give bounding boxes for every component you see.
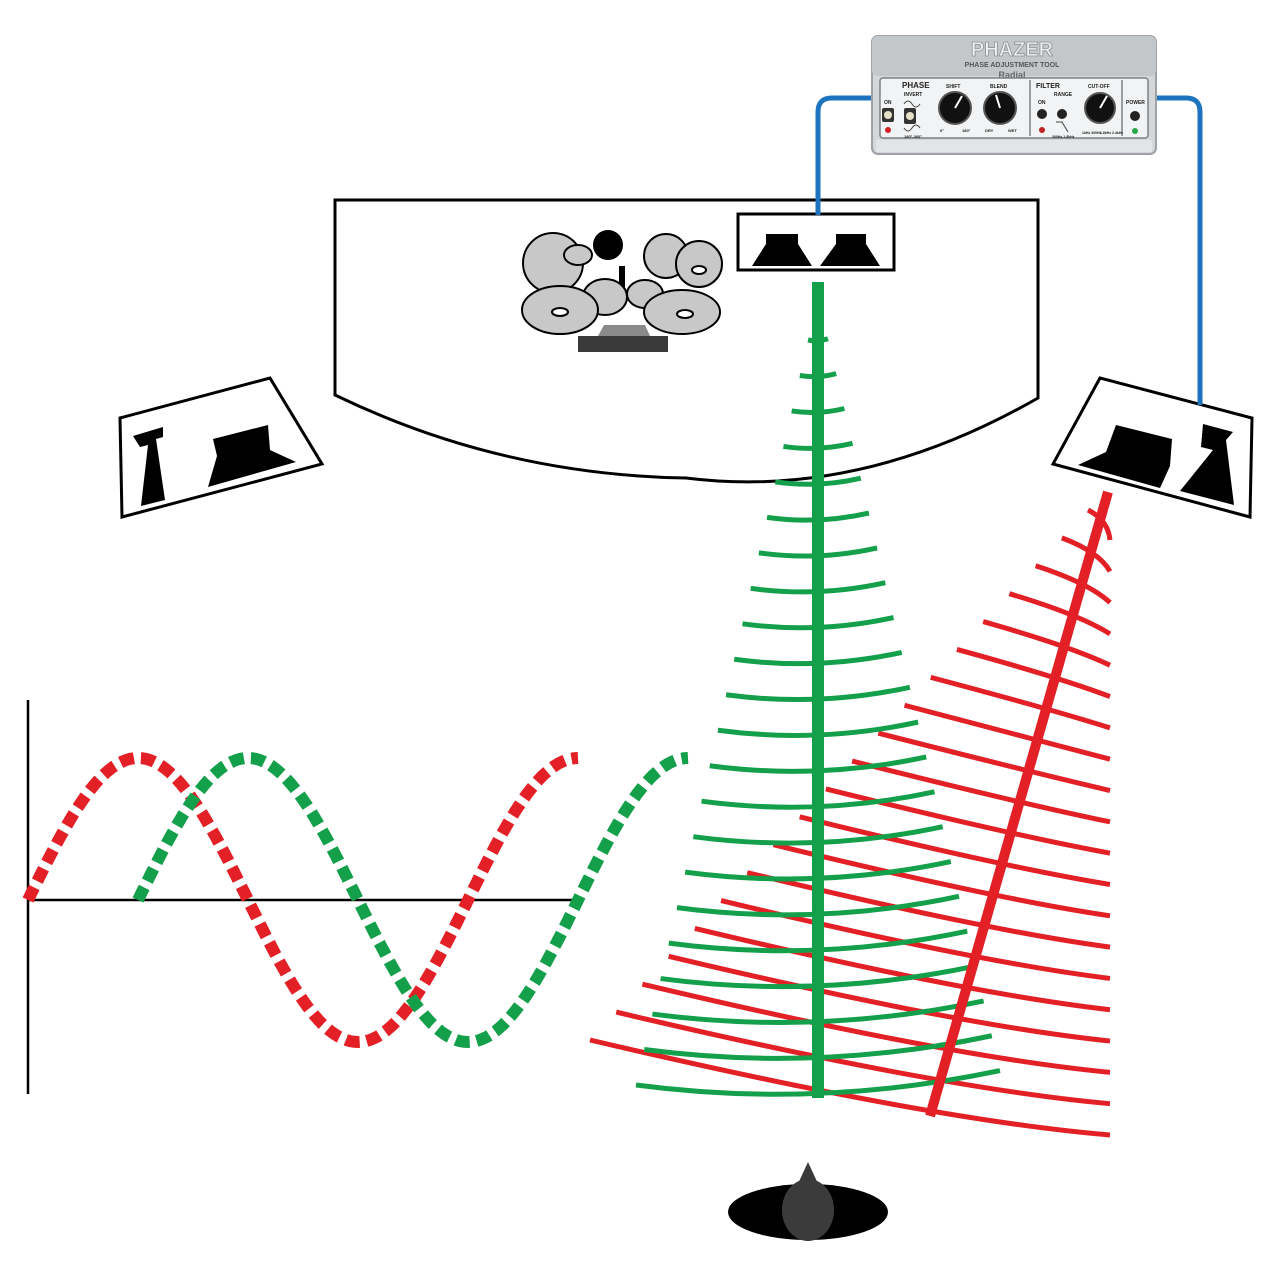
red-wavefront-arc bbox=[851, 758, 1111, 825]
cutoff-label: CUT-OFF bbox=[1088, 84, 1110, 90]
blend-label: BLEND bbox=[990, 84, 1008, 90]
listener-icon bbox=[728, 1162, 888, 1241]
red-wavefront-arc bbox=[877, 730, 1111, 793]
filter-on-label: ON bbox=[1038, 100, 1046, 106]
waveform-plot bbox=[22, 700, 689, 1094]
red-wavefront-arc bbox=[799, 814, 1111, 887]
range-label: RANGE bbox=[1054, 92, 1073, 98]
invert-range: 180°-360° bbox=[904, 134, 922, 139]
red-wavefront-arc bbox=[641, 981, 1111, 1075]
red-wavefront-arc bbox=[1008, 591, 1112, 637]
blend-min: DRY bbox=[985, 128, 994, 133]
amp-speaker-icon bbox=[736, 212, 896, 272]
red-wavefront-arc bbox=[746, 870, 1111, 950]
red-wavefronts bbox=[589, 507, 1113, 1138]
cutoff-min: 1kHz 300Hz bbox=[1082, 131, 1102, 135]
red-wavefront-arc bbox=[1034, 563, 1112, 605]
red-wavefront-arc bbox=[903, 702, 1111, 762]
red-wavefront-arc bbox=[956, 647, 1111, 699]
power-led bbox=[1132, 128, 1138, 134]
red-wavefront-arc bbox=[615, 1009, 1111, 1107]
blend-max: WET bbox=[1008, 128, 1017, 133]
green-wave-line bbox=[132, 751, 689, 1049]
cable-right bbox=[1152, 95, 1203, 405]
cable-left bbox=[815, 95, 878, 215]
filter-on-button[interactable] bbox=[1037, 109, 1047, 119]
red-wavefront-arc bbox=[930, 674, 1111, 731]
range-button[interactable] bbox=[1057, 109, 1067, 119]
red-wave-axis bbox=[925, 490, 1113, 1118]
red-wavefront-arc bbox=[825, 786, 1111, 856]
invert-label: INVERT bbox=[904, 92, 922, 98]
stage-outline bbox=[333, 198, 1040, 484]
shift-label: SHIFT bbox=[946, 84, 960, 90]
filter-on-led bbox=[1039, 127, 1045, 133]
drum-kit-icon bbox=[521, 230, 723, 352]
phaser-device-icon: PHAZER PHASE ADJUSTMENT TOOL Radial PHAS… bbox=[871, 35, 1157, 155]
phase-on-label: ON bbox=[884, 100, 892, 106]
device-brand: Radial bbox=[998, 70, 1025, 80]
filter-section-label: FILTER bbox=[1036, 83, 1060, 90]
red-wavefront-arc bbox=[772, 842, 1111, 919]
pa-speaker-icon-right bbox=[1050, 376, 1254, 519]
red-wave-line bbox=[22, 751, 579, 1049]
red-wavefront-arc bbox=[589, 1037, 1111, 1138]
device-model: PHAZER bbox=[971, 39, 1054, 61]
cutoff-max: 1.8kHz 2.4kHz bbox=[1100, 131, 1123, 135]
pa-speaker-icon-left bbox=[118, 376, 325, 519]
power-label: POWER bbox=[1126, 100, 1145, 106]
power-button[interactable] bbox=[1130, 111, 1140, 121]
red-wavefront-arc bbox=[982, 619, 1112, 668]
shift-min: 0° bbox=[940, 128, 944, 133]
range-low: 300Hz-1.8kHz bbox=[1052, 135, 1075, 139]
device-subtitle: PHASE ADJUSTMENT TOOL bbox=[965, 62, 1061, 69]
phase-section-label: PHASE bbox=[902, 81, 930, 90]
red-wavefront-arc bbox=[694, 925, 1111, 1013]
shift-max: 180° bbox=[962, 128, 971, 133]
phase-on-led bbox=[885, 127, 891, 133]
